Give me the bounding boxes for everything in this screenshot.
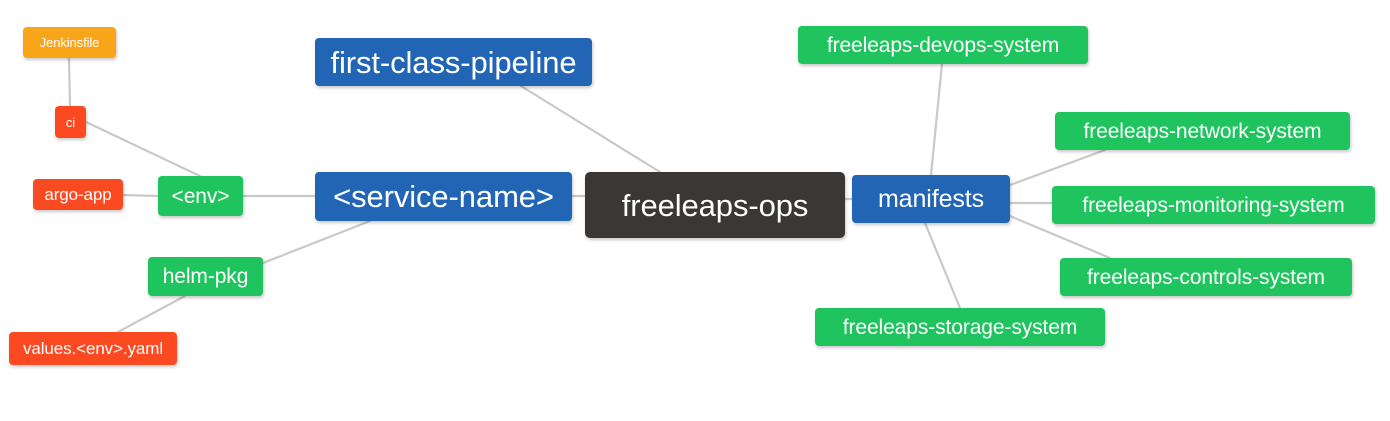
node-devops-sys[interactable]: freeleaps-devops-system — [798, 26, 1088, 64]
node-label: <env> — [171, 184, 230, 208]
edge-ci-to-env — [84, 120, 202, 178]
node-label: ci — [65, 114, 76, 130]
node-label: first-class-pipeline — [330, 44, 577, 80]
node-helm-pkg[interactable]: helm-pkg — [148, 257, 263, 296]
edge-service-name-to-helm-pkg — [261, 219, 372, 265]
node-label: helm-pkg — [162, 265, 249, 288]
node-label: Jenkinsfile — [39, 35, 100, 50]
edge-argo-app-to-env — [121, 193, 160, 198]
edge-helm-pkg-to-values-yaml — [116, 294, 187, 334]
node-label: <service-name> — [333, 179, 554, 214]
node-controls-sys[interactable]: freeleaps-controls-system — [1060, 258, 1352, 296]
edge-pipeline-to-root — [519, 84, 662, 174]
node-label: freeleaps-monitoring-system — [1082, 193, 1345, 217]
node-manifests[interactable]: manifests — [852, 175, 1010, 223]
node-env[interactable]: <env> — [158, 176, 243, 216]
node-ci[interactable]: ci — [55, 106, 86, 138]
node-label: argo-app — [44, 185, 112, 204]
node-argo-app[interactable]: argo-app — [33, 179, 123, 210]
node-jenkinsfile[interactable]: Jenkinsfile — [23, 27, 116, 58]
node-service-name[interactable]: <service-name> — [315, 172, 572, 221]
node-label: values.<env>.yaml — [22, 339, 164, 358]
node-pipeline[interactable]: first-class-pipeline — [315, 38, 592, 86]
node-label: freeleaps-network-system — [1083, 119, 1322, 143]
edge-manifests-to-network-sys — [1008, 148, 1107, 187]
node-network-sys[interactable]: freeleaps-network-system — [1055, 112, 1350, 150]
edge-manifests-to-storage-sys — [923, 221, 962, 310]
edge-manifests-to-devops-sys — [929, 62, 944, 177]
node-label: freeleaps-devops-system — [826, 33, 1060, 57]
node-label: freeleaps-controls-system — [1087, 265, 1325, 289]
node-storage-sys[interactable]: freeleaps-storage-system — [815, 308, 1105, 346]
node-monitoring-sys[interactable]: freeleaps-monitoring-system — [1052, 186, 1375, 224]
node-values-yaml[interactable]: values.<env>.yaml — [9, 332, 177, 365]
node-label: freeleaps-storage-system — [842, 315, 1078, 339]
node-root[interactable]: freeleaps-ops — [585, 172, 845, 238]
node-label: manifests — [877, 184, 985, 213]
node-label: freeleaps-ops — [621, 187, 809, 223]
edge-jenkinsfile-to-ci — [67, 56, 72, 108]
